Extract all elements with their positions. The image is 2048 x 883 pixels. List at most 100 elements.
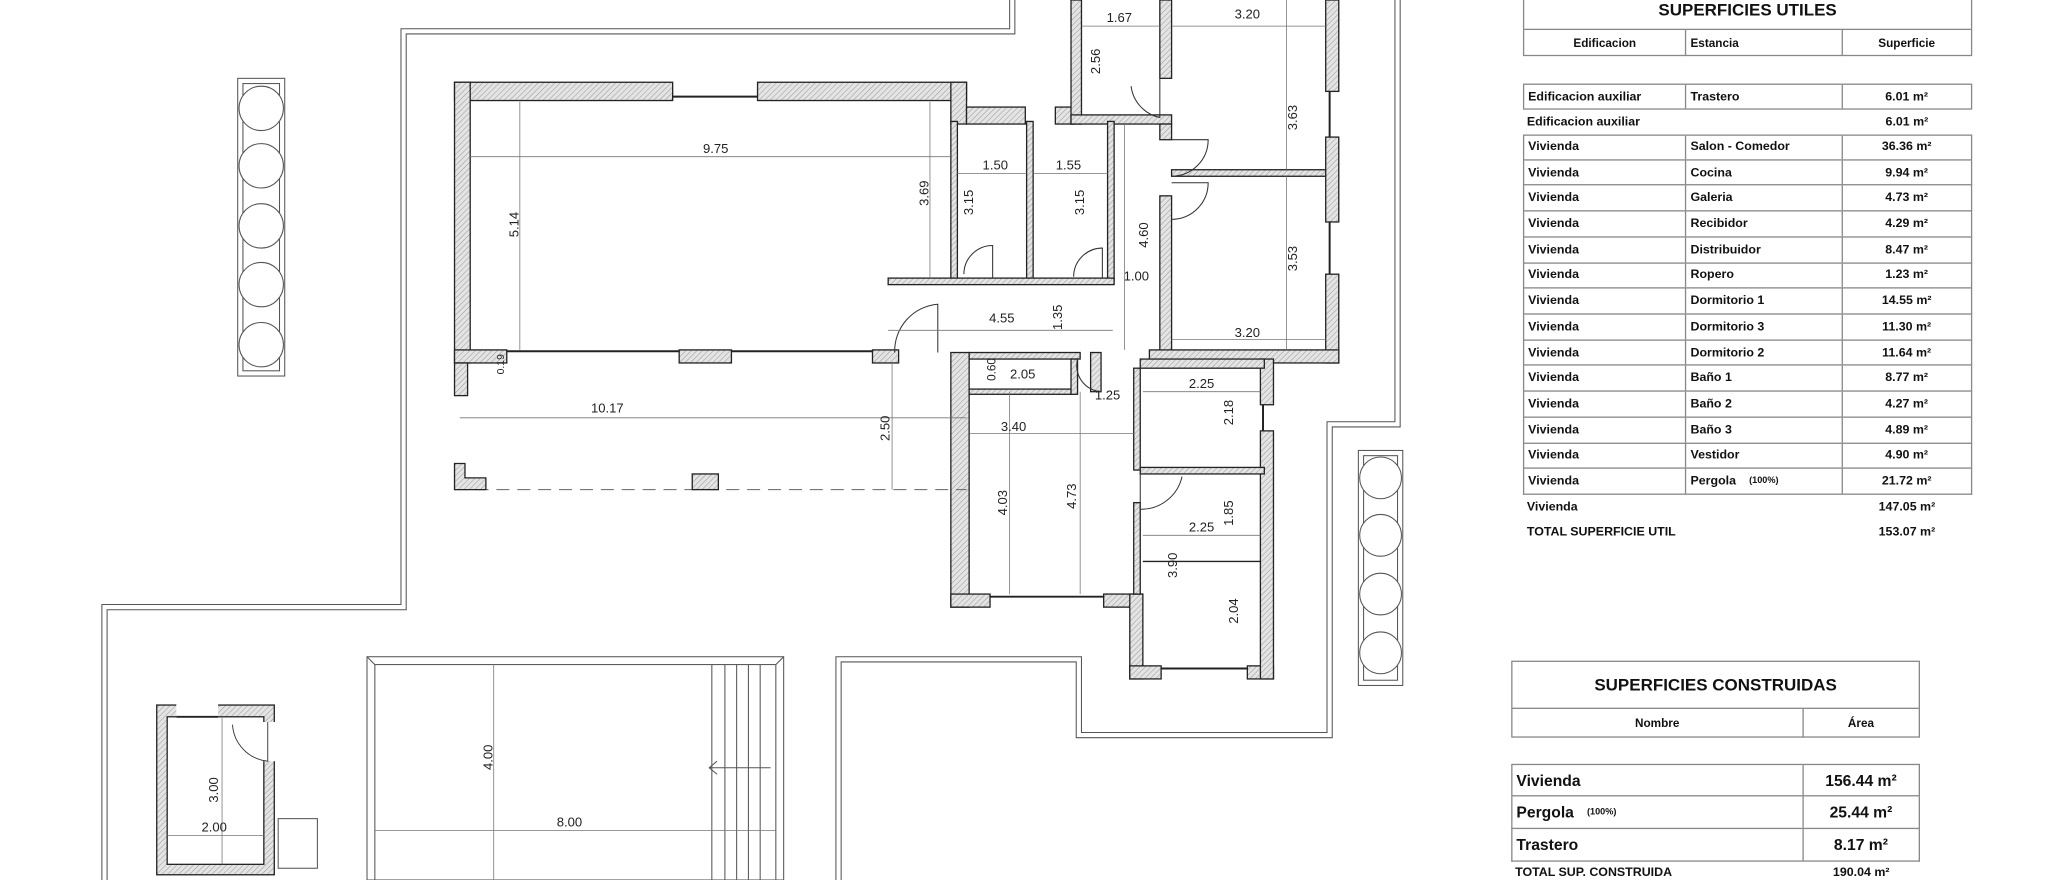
house-walls: [453, 0, 1340, 680]
tree-row-right: [1357, 449, 1404, 686]
room-name: Baño 2: [1690, 396, 1732, 412]
building-cell: Vivienda: [1528, 474, 1579, 489]
name-text: Pergola: [1516, 802, 1574, 822]
table-row: Vivienda Dormitorio 1 14.55 m²: [1522, 288, 1973, 315]
area-cell: 156.44 m²: [1801, 765, 1919, 796]
dimension-label: 1.35: [1050, 305, 1065, 330]
tree-icon: [238, 203, 284, 249]
dimension-label: 3.20: [1235, 6, 1260, 21]
tree-icon: [238, 261, 284, 308]
dimension-label: 4.55: [989, 310, 1014, 325]
room-name: Cocina: [1690, 165, 1732, 180]
column-header: Estancia: [1685, 30, 1841, 57]
tree-icon: [1359, 513, 1402, 557]
area-cell: 4.27 m²: [1841, 391, 1971, 417]
name-cell: Trastero: [1512, 829, 1801, 860]
area-cell: 147.05 m²: [1878, 500, 1936, 515]
dimension-label: 4.00: [480, 745, 495, 770]
column-header: Edificacion: [1573, 36, 1637, 50]
room-name: Dormitorio 2: [1690, 345, 1765, 360]
room-cell: Galeria: [1685, 185, 1841, 211]
area-cell: 4.29 m²: [1841, 211, 1971, 237]
area-cell: 25.44 m²: [1801, 796, 1919, 828]
room-cell: Baño 3: [1685, 417, 1841, 443]
area-cell: 8.77 m²: [1841, 366, 1971, 391]
dimension-label: 2.25: [1189, 519, 1214, 534]
tree-row-left: [237, 77, 286, 377]
dimension-label: 2.05: [1010, 367, 1035, 382]
dimension-label: 5.14: [507, 212, 522, 237]
room-name: Trastero: [1690, 89, 1740, 104]
name-cell: Vivienda: [1512, 765, 1801, 795]
area-cell: 6.01 m²: [1841, 84, 1971, 109]
room-name: Salon - Comedor: [1690, 140, 1790, 155]
dimension-label: 0.19: [496, 354, 507, 375]
tree-icon: [238, 143, 284, 189]
dimension-label: 3.53: [1285, 246, 1300, 271]
dimension-label: 1.55: [1056, 158, 1081, 173]
building-cell: Vivienda: [1528, 242, 1579, 257]
area-cell: 4.89 m²: [1841, 417, 1971, 443]
area-cell: 11.64 m²: [1841, 340, 1971, 365]
room-cell: Dormitorio 1: [1685, 288, 1841, 314]
dimension-label: 3.00: [206, 777, 221, 802]
room-cell: [1685, 495, 1842, 520]
area-cell: 1.23 m²: [1841, 263, 1971, 288]
room-name: Dormitorio 1: [1690, 293, 1765, 309]
dimension-label: 3.15: [961, 190, 976, 215]
dimension-label: 0.60: [985, 358, 998, 381]
swimming-pool: [366, 656, 785, 881]
total-label: TOTAL SUP. CONSTRUIDA: [1515, 864, 1673, 880]
dimension-label: 2.50: [877, 416, 892, 441]
dimension-label: 3.15: [1072, 190, 1087, 215]
dimension-label: 2.00: [201, 820, 226, 835]
dimension-label: 1.85: [1221, 500, 1236, 525]
room-cell: Distribuidor: [1685, 237, 1841, 262]
building-cell: Vivienda: [1528, 190, 1579, 206]
building-cell: Vivienda: [1528, 293, 1579, 309]
area-cell: 4.90 m²: [1841, 443, 1971, 468]
dimension-label: 2.56: [1088, 49, 1103, 74]
area-cell: 14.55 m²: [1841, 288, 1971, 314]
column-header: Superficie: [1841, 30, 1971, 57]
building-cell: Vivienda: [1528, 268, 1579, 283]
room-name: Pergola: [1690, 474, 1737, 489]
dimension-label: 3.90: [1165, 553, 1180, 578]
dimension-label: 1.00: [1124, 269, 1149, 284]
column-header: Área: [1801, 708, 1919, 738]
area-cell: 6.01 m²: [1885, 114, 1929, 130]
area-cell: 8.47 m²: [1841, 237, 1971, 262]
total-label: TOTAL SUPERFICIE UTIL: [1526, 524, 1676, 540]
dimension-label: 3.69: [917, 181, 932, 206]
room-name: Baño 1: [1690, 371, 1732, 386]
building-cell: Edificacion auxiliar: [1526, 114, 1640, 130]
tree-icon: [238, 85, 284, 132]
room-cell: Trastero: [1685, 84, 1841, 109]
room-note: (100%): [1749, 476, 1779, 486]
storage-room: [156, 702, 318, 876]
room-cell: Dormitorio 3: [1685, 314, 1841, 340]
built-areas-title: SUPERFICIES CONSTRUIDAS: [1594, 675, 1837, 695]
room-name: Recibidor: [1690, 216, 1748, 232]
building-cell: Vivienda: [1528, 140, 1579, 155]
name-note: (100%): [1586, 807, 1617, 817]
building-cell: Vivienda: [1528, 345, 1579, 360]
area-cell: 11.30 m²: [1841, 314, 1971, 340]
area-cell: 9.94 m²: [1841, 160, 1971, 185]
name-text: Vivienda: [1516, 770, 1581, 790]
dimension-label: 3.63: [1285, 105, 1300, 130]
dimension-label: 3.40: [1001, 419, 1026, 434]
room-cell: Pergola (100%): [1685, 469, 1841, 494]
building-cell: Vivienda: [1528, 371, 1579, 386]
dimension-label: 1.50: [983, 158, 1008, 173]
room-cell: Baño 1: [1685, 366, 1841, 391]
